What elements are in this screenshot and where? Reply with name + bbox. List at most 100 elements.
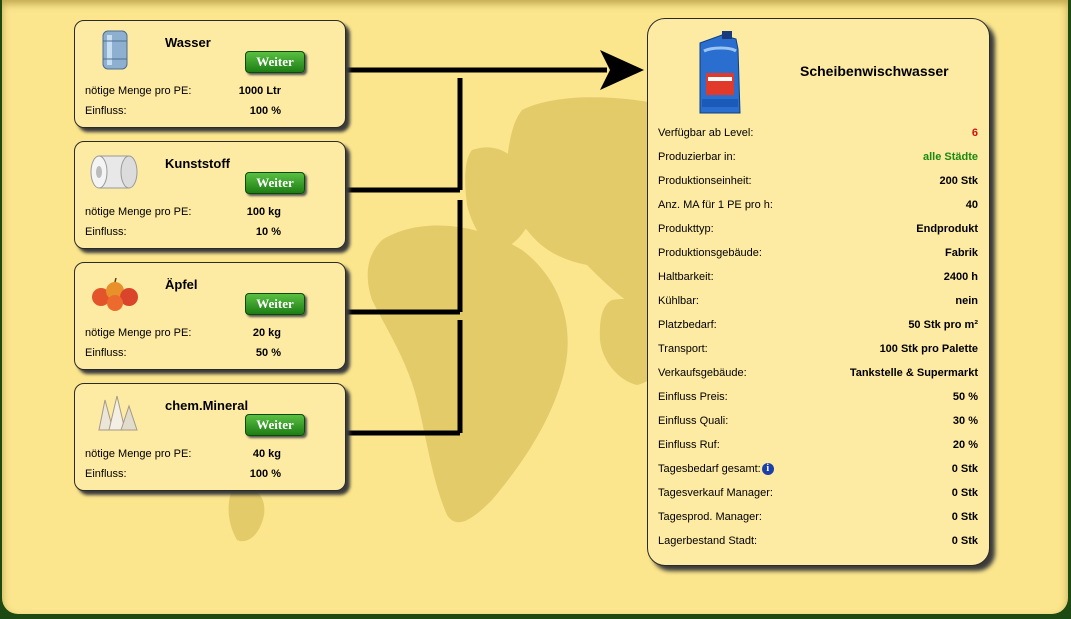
product-attribute-row: Transport: 100 Stk pro Palette	[658, 343, 978, 359]
attribute-label-text: Tagesbedarf gesamt:	[658, 463, 761, 475]
amount-label: nötige Menge pro PE:	[85, 206, 192, 218]
amount-row: nötige Menge pro PE: 20 kg	[85, 327, 281, 339]
attribute-value: 50 Stk pro m²	[908, 319, 978, 331]
influence-value: 100 %	[249, 105, 281, 117]
attribute-value: nein	[955, 295, 978, 307]
product-attribute-row: Produktionseinheit: 200 Stk	[658, 175, 978, 191]
attribute-value: Fabrik	[944, 247, 978, 259]
amount-value: 1000 Ltr	[238, 85, 281, 97]
product-attribute-row: Verkaufsgebäude:Tankstelle & Supermarkt	[658, 367, 978, 383]
attribute-label: Verfügbar ab Level:	[658, 127, 753, 139]
attribute-label: Produktionseinheit:	[658, 175, 752, 187]
product-attribute-row: Anz. MA für 1 PE pro h: 40	[658, 199, 978, 215]
attribute-value: 0 Stk	[951, 535, 978, 547]
weiter-button[interactable]: Weiter	[245, 172, 305, 194]
attribute-label: Tagesprod. Manager:	[658, 511, 762, 523]
apples-icon	[92, 277, 138, 311]
product-card: Scheibenwischwasser Verfügbar ab Level: 6…	[647, 18, 990, 566]
attribute-label: Tagesbedarf gesamt:i	[658, 463, 774, 475]
attribute-value: 40	[965, 199, 978, 211]
attribute-label: Einfluss Quali:	[658, 415, 728, 427]
product-attribute-row: Tagesbedarf gesamt:i 0 Stk	[658, 463, 978, 479]
attribute-value: alle Städte	[922, 151, 978, 163]
influence-row: Einfluss: 10 %	[85, 226, 281, 238]
ingredient-card-wasser: Wasser Weiter nötige Menge pro PE: 1000 …	[74, 20, 346, 128]
attribute-label-text: Anz. MA für 1 PE pro h:	[658, 199, 773, 211]
weiter-button[interactable]: Weiter	[245, 51, 305, 73]
attribute-label-text: Einfluss Quali:	[658, 415, 729, 427]
mineral-crystal-icon	[98, 395, 138, 431]
product-attribute-row: Einfluss Preis: 50 %	[658, 391, 978, 407]
influence-value: 100 %	[249, 468, 281, 480]
attribute-value: 6	[971, 127, 978, 139]
attribute-label-text: Tagesprod. Manager:	[658, 511, 762, 523]
product-attribute-row: Produkttyp: Endprodukt	[658, 223, 978, 239]
water-barrel-icon	[102, 30, 128, 70]
attribute-label: Lagerbestand Stadt:	[658, 535, 757, 547]
product-attribute-row: Einfluss Quali: 30 %	[658, 415, 978, 431]
attribute-label: Einfluss Ruf:	[658, 439, 720, 451]
attribute-value: 0 Stk	[951, 511, 978, 523]
attribute-value: 50 %	[952, 391, 978, 403]
ingredient-card-aepfel: Äpfel Weiter nötige Menge pro PE: 20 kg …	[74, 262, 346, 370]
attribute-label-text: Einfluss Ruf:	[658, 439, 720, 451]
arrow-head-icon	[600, 50, 644, 90]
attribute-value: Endprodukt	[916, 223, 978, 235]
ingredient-card-chem-mineral: chem.Mineral Weiter nötige Menge pro PE:…	[74, 383, 346, 491]
attribute-value: Tankstelle & Supermarkt	[849, 367, 978, 379]
attribute-label: Einfluss Preis:	[658, 391, 728, 403]
attribute-label: Produzierbar in:	[658, 151, 736, 163]
weiter-button[interactable]: Weiter	[245, 293, 305, 315]
attribute-label-text: Transport:	[658, 343, 708, 355]
attribute-value: 20 %	[952, 439, 978, 451]
amount-row: nötige Menge pro PE: 40 kg	[85, 448, 281, 460]
attribute-label-text: Haltbarkeit:	[658, 271, 714, 283]
amount-value: 40 kg	[252, 448, 281, 460]
attribute-label-text: Produktionseinheit:	[658, 175, 752, 187]
amount-row: nötige Menge pro PE: 1000 Ltr	[85, 85, 281, 97]
ingredient-name: Kunststoff	[165, 156, 230, 171]
influence-label: Einfluss:	[85, 226, 127, 238]
attribute-label: Kühlbar:	[658, 295, 699, 307]
plastic-roll-icon	[90, 155, 138, 189]
ingredient-name: chem.Mineral	[165, 398, 249, 413]
influence-row: Einfluss: 100 %	[85, 105, 281, 117]
product-attribute-row: Produzierbar in: alle Städte	[658, 151, 978, 167]
attribute-label-text: Kühlbar:	[658, 295, 699, 307]
attribute-label: Tagesverkauf Manager:	[658, 487, 773, 499]
influence-label: Einfluss:	[85, 347, 127, 359]
amount-value: 100 kg	[246, 206, 281, 218]
product-attribute-row: Tagesverkauf Manager:0 Stk	[658, 487, 978, 503]
weiter-button[interactable]: Weiter	[245, 414, 305, 436]
attribute-value: 0 Stk	[951, 463, 978, 475]
product-title: Scheibenwischwasser	[800, 63, 949, 79]
product-attribute-row: Verfügbar ab Level: 6	[658, 127, 978, 143]
attribute-value: 30 %	[952, 415, 978, 427]
amount-label: nötige Menge pro PE:	[85, 85, 192, 97]
ingredient-name: Wasser	[165, 35, 211, 50]
product-attribute-row: Kühlbar: nein	[658, 295, 978, 311]
influence-value: 50 %	[255, 347, 281, 359]
attribute-label-text: Tagesverkauf Manager:	[658, 487, 773, 499]
amount-label: nötige Menge pro PE:	[85, 448, 192, 460]
product-attribute-row: Platzbedarf: 50 Stk pro m²	[658, 319, 978, 335]
product-attribute-row: Produktionsgebäude: Fabrik	[658, 247, 978, 263]
product-attribute-row: Einfluss Ruf: 20 %	[658, 439, 978, 455]
attribute-label: Anz. MA für 1 PE pro h:	[658, 199, 773, 211]
attribute-value: 2400 h	[943, 271, 978, 283]
attribute-label: Haltbarkeit:	[658, 271, 714, 283]
attribute-label: Produkttyp:	[658, 223, 714, 235]
attribute-label-text: Einfluss Preis:	[658, 391, 728, 403]
info-icon[interactable]: i	[761, 463, 774, 475]
attribute-label-text: Produktionsgebäude:	[658, 247, 762, 259]
influence-row: Einfluss: 100 %	[85, 468, 281, 480]
amount-label: nötige Menge pro PE:	[85, 327, 192, 339]
attribute-label-text: Produkttyp:	[658, 223, 714, 235]
product-attribute-row: Tagesprod. Manager: 0 Stk	[658, 511, 978, 527]
attribute-label: Transport:	[658, 343, 708, 355]
attribute-label-text: Platzbedarf:	[658, 319, 717, 331]
attribute-value: 100 Stk pro Palette	[879, 343, 978, 355]
attribute-value: 200 Stk	[939, 175, 978, 187]
